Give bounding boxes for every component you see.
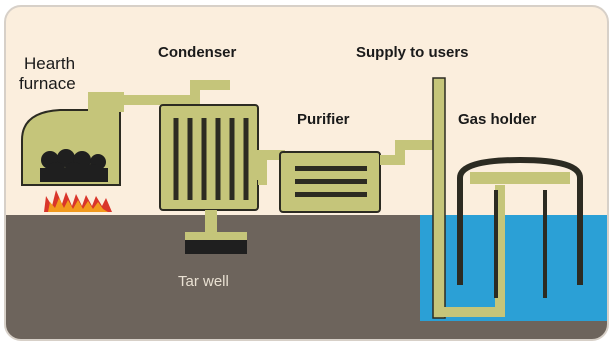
furnace-flames bbox=[44, 190, 112, 212]
water-tank bbox=[420, 215, 608, 321]
tar-well-label: Tar well bbox=[178, 273, 229, 290]
supply-to-users-label: Supply to users bbox=[356, 44, 469, 61]
gas-holder-bell-top bbox=[470, 172, 570, 184]
purifier-label: Purifier bbox=[297, 111, 350, 128]
diagram-frame bbox=[4, 5, 609, 341]
gas-holder-label: Gas holder bbox=[458, 111, 537, 128]
tar-well-pipe bbox=[205, 210, 217, 238]
tar-well bbox=[185, 232, 247, 254]
supply-pipe bbox=[432, 77, 505, 319]
hearth-furnace-label-line2: furnace bbox=[19, 74, 76, 93]
condenser-label: Condenser bbox=[158, 44, 237, 61]
furnace-outlet-pipe bbox=[88, 92, 124, 112]
purifier bbox=[279, 151, 381, 213]
hearth-furnace-label-line1: Hearth bbox=[24, 54, 75, 73]
coal-pile bbox=[40, 149, 108, 182]
gas-holder bbox=[457, 156, 583, 298]
condenser-tubes bbox=[173, 118, 249, 200]
hearth-furnace bbox=[21, 92, 124, 212]
purifier-trays bbox=[295, 166, 367, 197]
